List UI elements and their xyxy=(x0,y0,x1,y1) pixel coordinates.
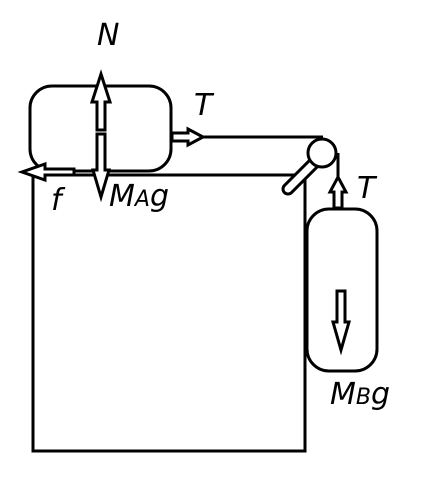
table-block xyxy=(31,173,307,453)
tension-a-arrow xyxy=(170,126,207,148)
weight-a-symbol: M xyxy=(109,179,135,214)
friction-label: f xyxy=(51,183,62,218)
weight-b-subscript: B xyxy=(355,385,371,410)
normal-force-label: N xyxy=(97,18,120,53)
friction-arrow xyxy=(17,161,76,183)
weight-a-subscript: A xyxy=(134,187,150,212)
weight-b-symbol: M xyxy=(330,377,356,412)
weight-a-label: MAg xyxy=(109,182,169,212)
normal-force-arrow xyxy=(89,69,113,132)
tension-b-label: T xyxy=(357,171,376,206)
tension-a-label: T xyxy=(194,88,213,123)
weight-b-label: MBg xyxy=(330,380,390,410)
weight-a-suffix: g xyxy=(149,179,169,214)
weight-b-suffix: g xyxy=(370,377,391,412)
tension-b-arrow xyxy=(327,173,349,210)
weight-b-arrow xyxy=(331,289,351,356)
weight-a-arrow xyxy=(90,132,112,203)
pulley-wheel xyxy=(306,137,338,169)
